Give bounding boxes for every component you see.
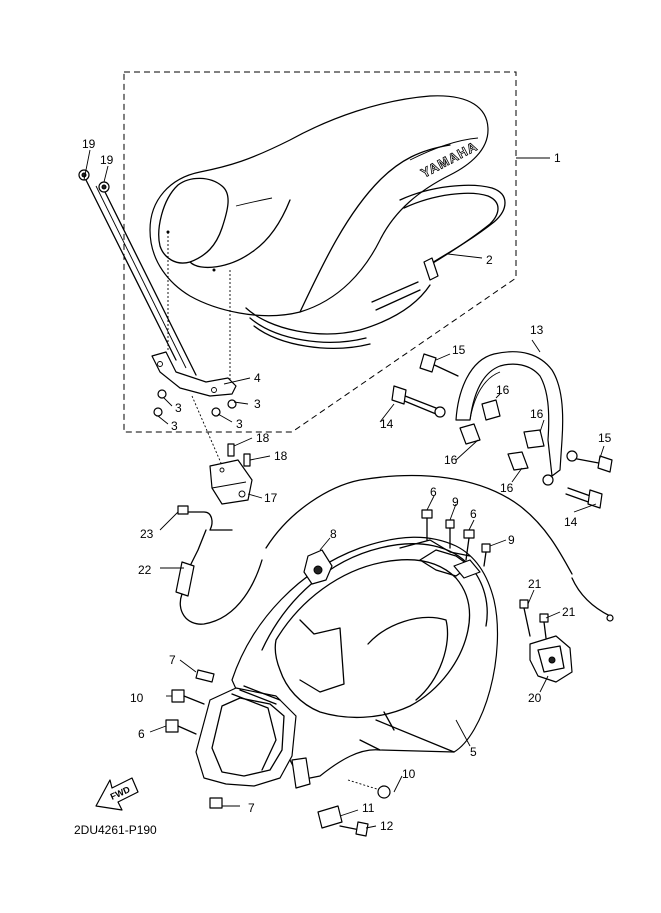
callout-20: 20 [528, 691, 542, 705]
callout-14: 14 [380, 417, 394, 431]
callout-7: 7 [169, 653, 176, 667]
seat-lock-assembly [519, 599, 573, 683]
callout-21: 21 [528, 577, 542, 591]
callout-16: 16 [444, 453, 458, 467]
fwd-arrow: FWD [95, 777, 139, 811]
callout-19: 19 [82, 137, 96, 151]
callout-5: 5 [470, 745, 477, 759]
storage-box [231, 536, 499, 781]
callout-16: 16 [496, 383, 510, 397]
callout-2: 2 [486, 253, 493, 267]
callout-3: 3 [236, 417, 243, 431]
leader-lines [83, 149, 605, 829]
callout-3: 3 [254, 397, 261, 411]
callout-6: 6 [138, 727, 145, 741]
callout-4: 4 [254, 371, 261, 385]
seat-assembly-outline [123, 71, 517, 433]
seat: YAMAHA [149, 95, 489, 380]
seat-lock-cable [175, 474, 614, 625]
callout-18: 18 [256, 431, 270, 445]
diagram-code: 2DU4261-P190 [74, 823, 157, 837]
callout-14: 14 [564, 515, 578, 529]
callout-11: 11 [362, 801, 375, 815]
callout-10: 10 [130, 691, 144, 705]
helmet-hook [303, 549, 333, 585]
callout-15: 15 [452, 343, 466, 357]
box-mount-bolts [421, 509, 491, 567]
callout-7: 7 [248, 801, 255, 815]
callout-9: 9 [508, 533, 515, 547]
callout-labels: 1 2 3 3 3 3 4 5 6 6 6 7 7 8 9 9 10 10 11… [82, 137, 612, 833]
callout-16: 16 [500, 481, 514, 495]
seat-hinge-bracket [151, 351, 237, 417]
seat-trim-band [399, 184, 506, 281]
front-fasteners [165, 669, 223, 809]
seat-hinge-rod [78, 169, 197, 376]
callout-23: 23 [140, 527, 154, 541]
callout-3: 3 [171, 419, 178, 433]
callout-9: 9 [452, 495, 459, 509]
callout-17: 17 [264, 491, 278, 505]
callout-12: 12 [380, 819, 394, 833]
callout-16: 16 [530, 407, 544, 421]
callout-6: 6 [470, 507, 477, 521]
callout-6: 6 [430, 485, 437, 499]
callout-18: 18 [274, 449, 288, 463]
callout-3: 3 [175, 401, 182, 415]
callout-21: 21 [562, 605, 576, 619]
callout-13: 13 [530, 323, 544, 337]
callout-1: 1 [554, 151, 561, 165]
callout-10: 10 [402, 767, 416, 781]
callout-15: 15 [598, 431, 612, 445]
grab-bar [391, 351, 613, 509]
storage-front-panel [195, 685, 311, 789]
callout-22: 22 [138, 563, 152, 577]
callout-19: 19 [100, 153, 114, 167]
callout-8: 8 [330, 527, 337, 541]
seat-lock-bracket [191, 395, 253, 505]
lower-fasteners [317, 779, 391, 837]
